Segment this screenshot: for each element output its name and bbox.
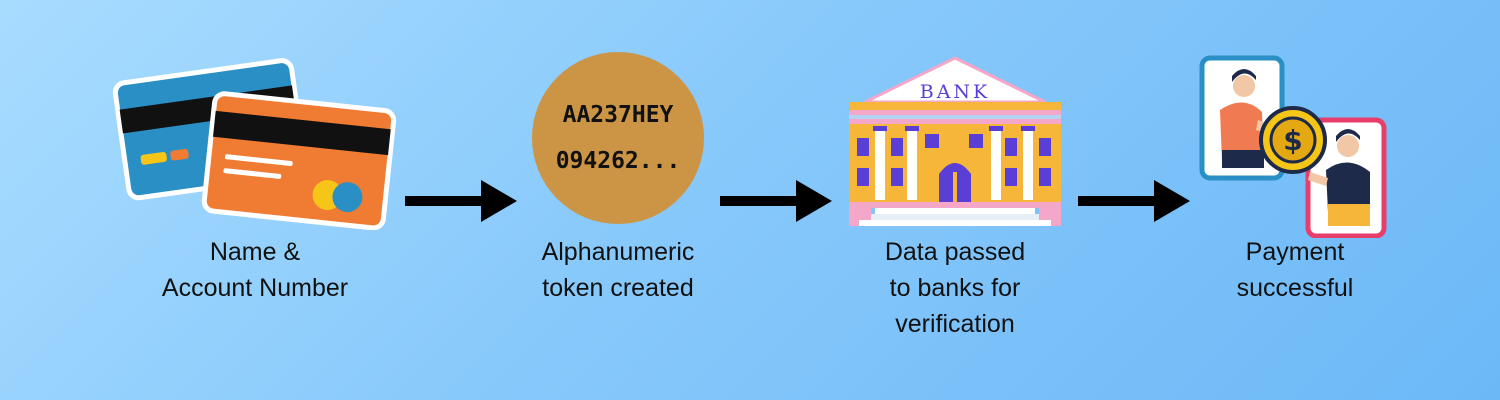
arrow-right-icon <box>1078 180 1190 222</box>
token-line-2: 094262... <box>555 148 681 174</box>
bank-building-icon: BANK <box>849 56 1061 226</box>
step-label-token: Alphanumeric token created <box>541 238 695 302</box>
credit-cards-icon <box>112 58 397 230</box>
arrow-right-icon <box>405 180 517 222</box>
token-circle: AA237HEY 094262... <box>532 52 704 224</box>
step-label-bank: Data passed to banks for verification <box>884 238 1026 338</box>
arrow-right-icon <box>720 180 832 222</box>
mobile-payment-icon: $ <box>1199 55 1387 238</box>
step-label-payment: Payment successful <box>1236 238 1354 302</box>
svg-text:$: $ <box>1283 124 1302 157</box>
bank-sign: BANK <box>920 81 991 103</box>
token-line-1: AA237HEY <box>562 102 674 128</box>
step-label-account: Name & Account Number <box>161 238 349 302</box>
